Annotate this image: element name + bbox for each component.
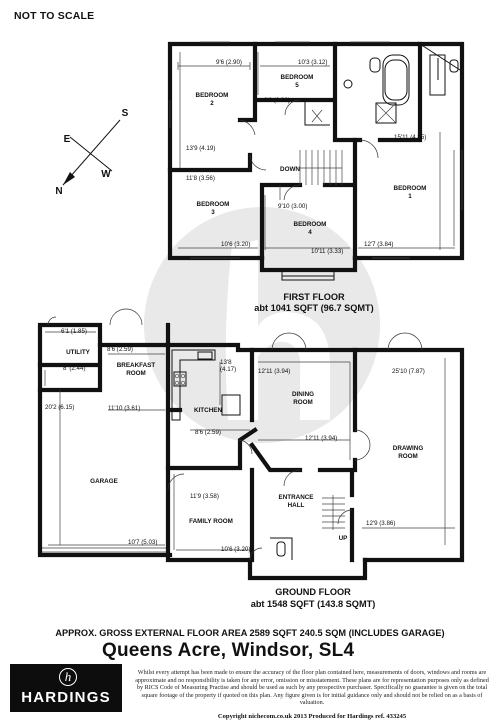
floor-plan-drawing: S N E W bbox=[37, 41, 465, 609]
room-bedroom3-line1: BEDROOM bbox=[197, 201, 230, 208]
dim-garage-width: 10'7 (5.03) bbox=[128, 539, 157, 546]
dim-bedroom3-width: 10'6 (3.20) bbox=[221, 241, 250, 248]
room-bedroom1-line2: 1 bbox=[408, 193, 412, 200]
dim-bedroom5-height: 9'6 (2.90) bbox=[264, 97, 290, 104]
dim-bedroom5-width: 10'3 (3.12) bbox=[298, 59, 327, 66]
dim-drawing-width: 12'9 (3.86) bbox=[366, 520, 395, 527]
logo-text: HARDINGS bbox=[21, 689, 111, 706]
first-floor-label: FIRST FLOOR bbox=[283, 292, 345, 302]
compass-s: S bbox=[122, 108, 129, 119]
dim-family-width: 10'6 (3.20) bbox=[221, 546, 250, 553]
ground-floor-plan: UTILITY BREAKFAST ROOM KITCHEN DINING RO… bbox=[37, 308, 465, 609]
room-garage: GARAGE bbox=[90, 478, 118, 485]
property-title: Queens Acre, Windsor, SL4 bbox=[102, 640, 355, 661]
room-bedroom3-line2: 3 bbox=[211, 209, 215, 216]
dim-dining-height: 12'11 (3.94) bbox=[305, 435, 337, 442]
room-bedroom5-line1: BEDROOM bbox=[281, 74, 314, 81]
logo-mark-icon: h bbox=[59, 668, 77, 686]
dim-family-height: 11'9 (3.58) bbox=[190, 493, 219, 500]
compass-n: N bbox=[55, 186, 62, 197]
first-floor-plan: BEDROOM 2 BEDROOM 5 BEDROOM 3 BEDROOM 4 … bbox=[167, 41, 465, 313]
compass-w: W bbox=[101, 169, 111, 180]
room-bedroom2-line2: 2 bbox=[210, 100, 214, 107]
disclaimer-text: Whilst every attempt has been made to en… bbox=[135, 669, 489, 707]
dim-garage-height: 20'2 (6.15) bbox=[45, 404, 74, 411]
stairs-down-label: DOWN bbox=[280, 166, 300, 173]
dim-kitchen-width: 8'6 (2.59) bbox=[195, 429, 221, 436]
room-bedroom5-line2: 5 bbox=[295, 82, 299, 89]
room-bedroom4-line1: BEDROOM bbox=[294, 221, 327, 228]
room-breakfast-line2: ROOM bbox=[126, 370, 146, 377]
room-dining-line2: ROOM bbox=[293, 399, 313, 406]
stairs-up-label: UP bbox=[339, 535, 348, 542]
room-bedroom4-line2: 4 bbox=[308, 229, 312, 236]
compass-e: E bbox=[64, 134, 71, 145]
hardings-logo: h HARDINGS bbox=[10, 664, 122, 712]
dim-drawing-height: 25'10 (7.87) bbox=[392, 368, 425, 375]
dim-bedroom3-height: 11'8 (3.56) bbox=[186, 175, 215, 182]
logo-mark-letter: h bbox=[64, 669, 72, 684]
room-drawing-line1: DRAWING bbox=[393, 445, 424, 452]
ground-floor-label: GROUND FLOOR bbox=[275, 587, 351, 597]
dim-bedroom1-height: 15'11 (4.85) bbox=[394, 134, 426, 141]
dim-kitchen-height: 13'8 bbox=[220, 359, 232, 366]
dim-breakfast-width: 8'6 (2.59) bbox=[107, 346, 133, 353]
dim-bedroom2-width: 9'6 (2.90) bbox=[216, 59, 242, 66]
room-bedroom2-line1: BEDROOM bbox=[196, 92, 229, 99]
room-dining-line1: DINING bbox=[292, 391, 314, 398]
room-utility: UTILITY bbox=[66, 349, 91, 356]
gross-area-note: APPROX. GROSS EXTERNAL FLOOR AREA 2589 S… bbox=[55, 628, 445, 638]
ground-floor-area: abt 1548 SQFT (143.8 SQMT) bbox=[251, 599, 376, 609]
room-hall-line1: ENTRANCE bbox=[279, 494, 314, 501]
compass-rose: S N E W bbox=[55, 108, 128, 197]
copyright-line: Copyright nichecom.co.uk 2013 Produced f… bbox=[217, 713, 407, 720]
dim-bedroom1-width: 12'7 (3.84) bbox=[364, 241, 393, 248]
not-to-scale-label: NOT TO SCALE bbox=[14, 10, 95, 22]
dim-utility-height: 8' (2.44) bbox=[63, 365, 86, 372]
room-family: FAMILY ROOM bbox=[189, 518, 233, 525]
dim-kitchen-height-metric: (4.17) bbox=[220, 366, 236, 373]
dim-bedroom2-height: 13'9 (4.19) bbox=[186, 145, 215, 152]
dim-dining-width: 12'11 (3.94) bbox=[258, 368, 290, 375]
room-kitchen: KITCHEN bbox=[194, 407, 222, 414]
dim-utility-width: 6'1 (1.85) bbox=[61, 328, 87, 335]
first-floor-area: abt 1041 SQFT (96.7 SQMT) bbox=[254, 303, 373, 313]
room-drawing-line2: ROOM bbox=[398, 453, 418, 460]
room-bedroom1-line1: BEDROOM bbox=[394, 185, 427, 192]
dim-bedroom4-width: 10'11 (3.33) bbox=[311, 248, 343, 255]
room-breakfast-line1: BREAKFAST bbox=[117, 362, 156, 369]
dim-bedroom4-height: 9'10 (3.00) bbox=[278, 203, 307, 210]
dim-kitchen-breakfast-width: 11'10 (3.61) bbox=[108, 405, 140, 412]
room-hall-line2: HALL bbox=[288, 502, 305, 509]
